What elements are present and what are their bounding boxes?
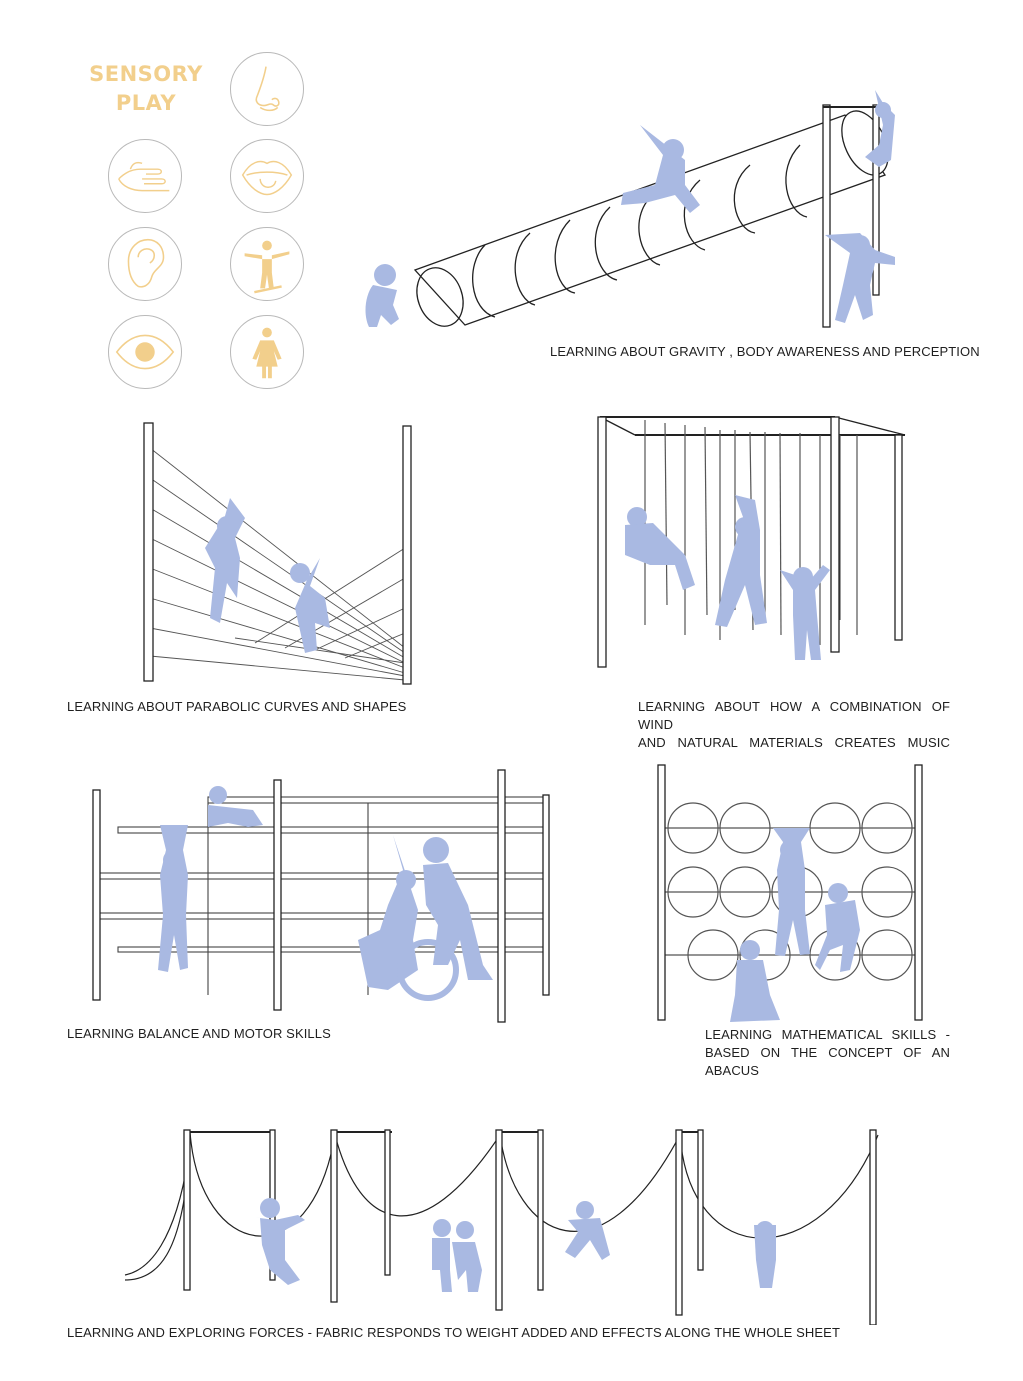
caption-abacus: LEARNING MATHEMATICAL SKILLS - BASED ON … — [705, 1026, 950, 1080]
wind-chime-diagram — [597, 416, 906, 668]
caption-music: LEARNING ABOUT HOW A COMBINATION OF WIND… — [638, 698, 950, 752]
caption-balance: LEARNING BALANCE AND MOTOR SKILLS — [67, 1026, 331, 1041]
mouth-icon — [230, 139, 304, 213]
parabolic-string-diagram — [143, 422, 412, 685]
balancing-child-icon — [230, 227, 304, 301]
ear-icon — [108, 227, 182, 301]
standing-child-icon — [230, 315, 304, 389]
nose-icon — [230, 52, 304, 126]
caption-music-line1: LEARNING ABOUT HOW A COMBINATION OF WIND — [638, 699, 950, 732]
caption-slide: LEARNING ABOUT GRAVITY , BODY AWARENESS … — [550, 344, 980, 359]
tube-slide-diagram — [365, 90, 895, 328]
sensory-play-title: SENSORY PLAY — [80, 60, 212, 118]
caption-music-line2: AND NATURAL MATERIALS CREATES MUSIC — [638, 735, 950, 750]
sensory-title-line1: SENSORY — [89, 62, 203, 86]
hand-icon — [108, 139, 182, 213]
caption-curves: LEARNING ABOUT PARABOLIC CURVES AND SHAP… — [67, 699, 407, 714]
eye-icon — [108, 315, 182, 389]
caption-abacus-line1: LEARNING MATHEMATICAL SKILLS - — [705, 1027, 950, 1042]
abacus-diagram — [657, 764, 923, 1022]
caption-abacus-line2: BASED ON THE CONCEPT OF AN ABACUS — [705, 1045, 950, 1078]
caption-fabric: LEARNING AND EXPLORING FORCES - FABRIC R… — [67, 1325, 840, 1340]
balance-frame-diagram — [92, 769, 550, 1023]
fabric-canopy-diagram — [124, 1129, 879, 1325]
sensory-title-line2: PLAY — [115, 91, 177, 115]
